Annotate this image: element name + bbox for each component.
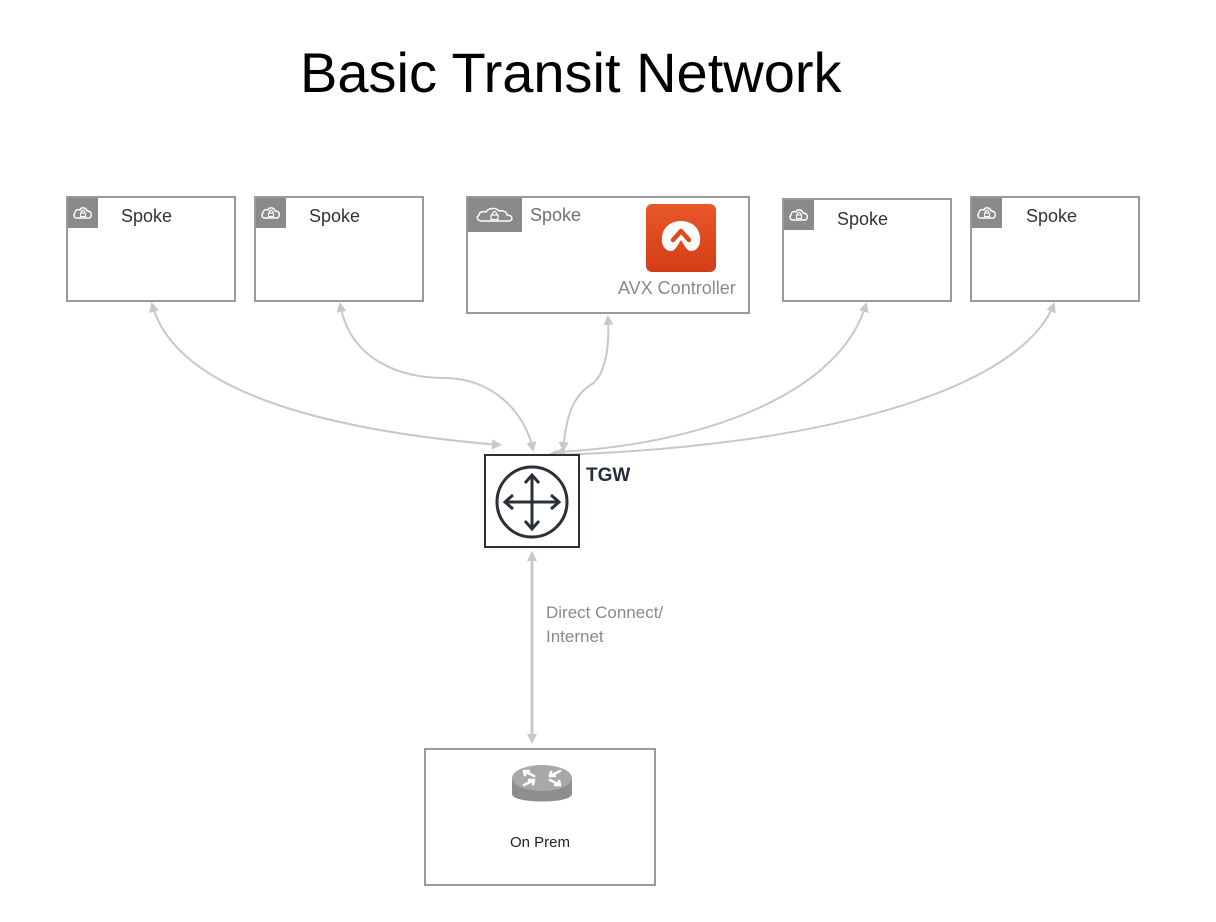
connector-spoke-2-tgw (336, 302, 537, 452)
transit-gateway-icon (495, 465, 569, 539)
tgw-label: TGW (586, 465, 631, 486)
spoke-4: Spoke (782, 198, 952, 302)
spoke-label: Spoke (121, 206, 173, 226)
cloud-lock-icon (68, 198, 98, 228)
spoke-label: Spoke (530, 205, 582, 225)
router-icon (512, 765, 572, 802)
cloud-lock-icon (256, 198, 286, 228)
diagram-title: Basic Transit Network (300, 41, 842, 104)
controller-label: AVX Controller (618, 278, 736, 298)
link-label-line-2: Internet (546, 627, 604, 646)
cloud-lock-icon (468, 198, 522, 232)
connector-spoke-4-tgw (555, 302, 869, 457)
connector-spoke-5-tgw (547, 302, 1056, 460)
aviatrix-logo-icon (646, 204, 716, 272)
on-prem-node: On Prem (424, 748, 656, 886)
link-label-line-1: Direct Connect/ (546, 603, 664, 622)
cloud-lock-icon (972, 198, 1002, 228)
on-prem-label: On Prem (509, 834, 570, 851)
connector-spoke-3-tgw (558, 315, 614, 452)
spoke-label: Spoke (1026, 206, 1078, 226)
spoke-1: Spoke (66, 196, 236, 302)
spoke-5: Spoke (970, 196, 1140, 302)
spoke-2: Spoke (254, 196, 424, 302)
connector-spoke-1-tgw (149, 302, 502, 450)
spoke-label: Spoke (837, 209, 889, 229)
spoke-label: Spoke (309, 206, 361, 226)
link-label: Direct Connect/ Internet (546, 601, 663, 649)
cloud-lock-icon (784, 200, 814, 230)
transit-gateway-node (484, 454, 580, 548)
spoke-3: Spoke AVX Controller (466, 196, 750, 314)
